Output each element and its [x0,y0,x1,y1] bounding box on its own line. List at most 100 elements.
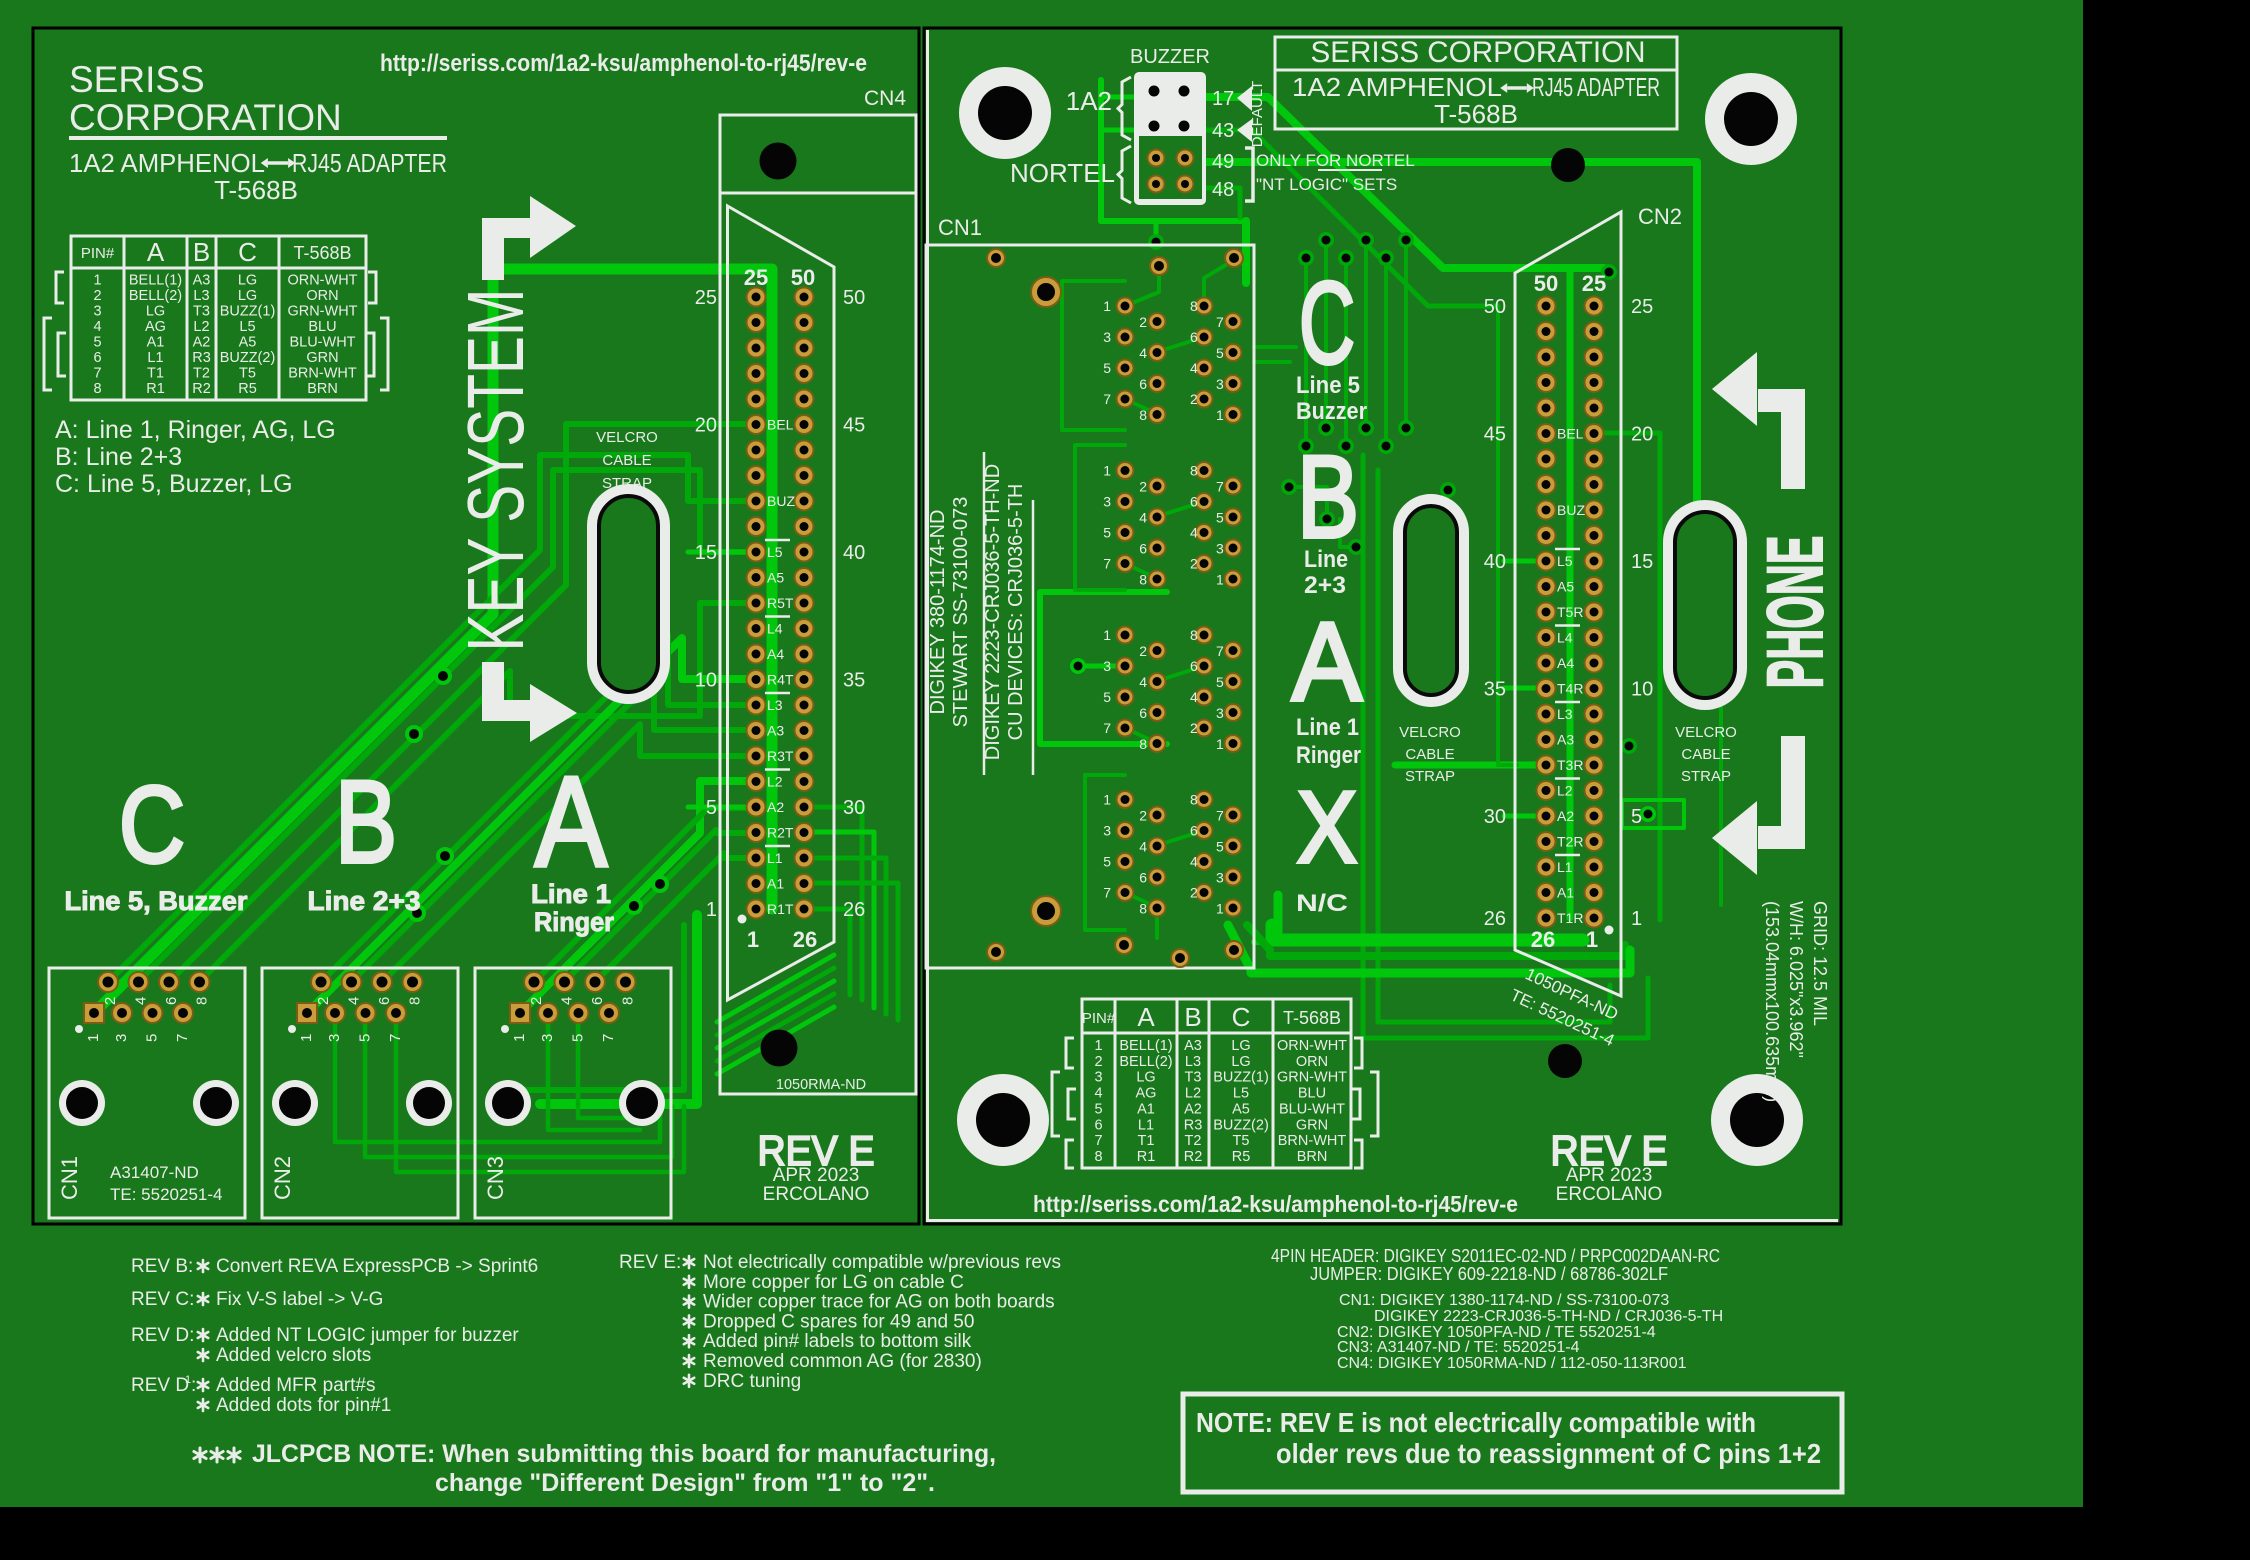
svg-text:A1: A1 [767,876,784,892]
svg-text:CN1: DIGIKEY 1380-1174-ND / SS: CN1: DIGIKEY 1380-1174-ND / SS-73100-073 [1339,1292,1669,1309]
svg-text:BUZ: BUZ [767,493,795,509]
svg-text:5: 5 [1216,345,1224,361]
svg-text:BELL(2): BELL(2) [1119,1054,1172,1070]
svg-text:5: 5 [1094,1101,1102,1117]
svg-text:10: 10 [1631,679,1653,701]
svg-text:25: 25 [1582,271,1606,296]
svg-text:More copper for LG on cable C: More copper for LG on cable C [703,1272,964,1293]
svg-text:1A2 AMPHENOL: 1A2 AMPHENOL [69,148,265,178]
svg-text:DIGIKEY 2223-CRJ036-5-TH-ND /: DIGIKEY 2223-CRJ036-5-TH-ND / CRJ036-5-T… [1374,1308,1723,1325]
svg-text:T3: T3 [193,304,210,320]
svg-text:B: B [335,756,397,887]
svg-text:Added MFR part#s: Added MFR part#s [216,1375,375,1396]
svg-text:R3: R3 [192,350,211,366]
svg-text:(153.04mmx100.635mm): (153.04mmx100.635mm) [1762,901,1782,1102]
svg-text:JUMPER: DIGIKEY 609-2218-ND /: JUMPER: DIGIKEY 609-2218-ND / 68786-302L… [1310,1264,1668,1284]
svg-text:Wider copper trace for AG on b: Wider copper trace for AG on both boards [703,1292,1055,1313]
svg-text:7: 7 [174,1034,191,1042]
svg-text:30: 30 [1484,806,1506,828]
svg-text:R1T: R1T [767,901,794,917]
svg-text:1: 1 [1103,463,1111,479]
svg-text:6: 6 [1190,658,1198,674]
svg-text:BLU: BLU [308,319,336,335]
svg-text:A3: A3 [767,723,784,739]
svg-text:BELL(1): BELL(1) [129,273,182,289]
svg-text:CABLE: CABLE [1405,746,1454,763]
svg-text:Dropped C spares for 49 and 50: Dropped C spares for 49 and 50 [703,1311,974,1332]
svg-text:8: 8 [1190,792,1198,808]
svg-text:PIN#: PIN# [1082,1010,1116,1027]
svg-text:C: C [119,764,185,886]
svg-text:A3: A3 [193,273,211,289]
svg-text:T2: T2 [1185,1133,1202,1149]
svg-text:4: 4 [133,997,150,1005]
svg-text:STRAP: STRAP [1681,768,1731,785]
svg-text:8: 8 [1190,298,1198,314]
svg-text:Added pin# labels to bottom si: Added pin# labels to bottom silk [703,1331,972,1352]
svg-text:VELCRO: VELCRO [1675,724,1737,741]
svg-text:APR 2023: APR 2023 [773,1165,860,1186]
svg-text:BLU-WHT: BLU-WHT [1279,1101,1345,1117]
svg-text:3: 3 [1094,1070,1102,1086]
svg-text:40: 40 [1484,551,1506,573]
svg-text:Added NT LOGIC jumper for buzz: Added NT LOGIC jumper for buzzer [216,1325,519,1346]
svg-text:REV D: REV D [131,1375,189,1396]
svg-text:L1: L1 [1557,859,1573,875]
svg-text:A: A [1292,600,1362,724]
svg-text:Fix V-S label -> V-G: Fix V-S label -> V-G [216,1289,383,1310]
svg-text:R2: R2 [1184,1149,1203,1165]
svg-text:3: 3 [113,1034,130,1042]
svg-text:4: 4 [93,319,101,335]
svg-text:CORPORATION: CORPORATION [69,97,342,138]
svg-text:T3: T3 [1185,1070,1202,1086]
svg-text:DIGIKEY 2223-CRJ036-5-TH-ND: DIGIKEY 2223-CRJ036-5-TH-ND [982,464,1004,760]
svg-text:REV E: REV E [1551,1127,1668,1174]
svg-text:ORN: ORN [306,288,338,304]
svg-text:BRN-WHT: BRN-WHT [1278,1133,1347,1149]
svg-text:CN1: CN1 [57,1156,82,1200]
svg-text:4: 4 [1190,360,1198,376]
svg-text:5: 5 [1103,854,1111,870]
svg-text:BLU: BLU [1298,1086,1326,1102]
svg-text:5: 5 [357,1034,374,1042]
svg-text:T-568B: T-568B [1434,99,1518,129]
svg-text:AG: AG [1136,1086,1157,1102]
svg-text:A2: A2 [767,799,784,815]
svg-text:LG: LG [238,288,257,304]
svg-text:A3: A3 [1184,1038,1202,1054]
svg-text:1: 1 [93,273,101,289]
svg-text:7: 7 [1216,479,1224,495]
svg-text:7: 7 [1103,885,1111,901]
svg-text:C: C [1299,258,1355,388]
svg-text:7: 7 [1103,720,1111,736]
svg-text:45: 45 [1484,424,1506,446]
svg-text:L1: L1 [767,850,783,866]
svg-text:TE: 5520251-4: TE: 5520251-4 [110,1185,222,1204]
svg-text:RJ45 ADAPTER: RJ45 ADAPTER [1532,72,1660,102]
svg-text:6: 6 [376,997,393,1005]
svg-text:15: 15 [1631,551,1653,573]
svg-text:STEWART SS-73100-073: STEWART SS-73100-073 [950,497,972,728]
svg-text:6: 6 [1190,494,1198,510]
svg-text:4: 4 [1139,345,1147,361]
svg-text:L2: L2 [193,319,209,335]
svg-text:2: 2 [93,288,101,304]
svg-text:ONLY FOR NORTEL: ONLY FOR NORTEL [1256,151,1415,170]
svg-text:15: 15 [695,542,717,564]
svg-text:T-568B: T-568B [293,243,351,263]
svg-text:6: 6 [1139,705,1147,721]
svg-text:5: 5 [1216,674,1224,690]
svg-text:APR 2023: APR 2023 [1566,1165,1653,1186]
svg-text:5: 5 [1103,525,1111,541]
svg-text:A5: A5 [1232,1101,1250,1117]
svg-text:35: 35 [1484,679,1506,701]
svg-text:5: 5 [144,1034,161,1042]
svg-text:BUZ: BUZ [1557,502,1585,518]
svg-text:2: 2 [1190,720,1198,736]
svg-text:KEY SYSTEM: KEY SYSTEM [451,289,540,652]
svg-text:NOTE: REV E is not electricall: NOTE: REV E is not electrically compatib… [1196,1407,1756,1438]
svg-text:Added velcro slots: Added velcro slots [216,1345,371,1366]
svg-text:change "Different Design" from: change "Different Design" from "1" to "2… [435,1469,935,1497]
svg-text:8: 8 [1139,736,1147,752]
svg-text:BUZZ(2): BUZZ(2) [220,350,276,366]
